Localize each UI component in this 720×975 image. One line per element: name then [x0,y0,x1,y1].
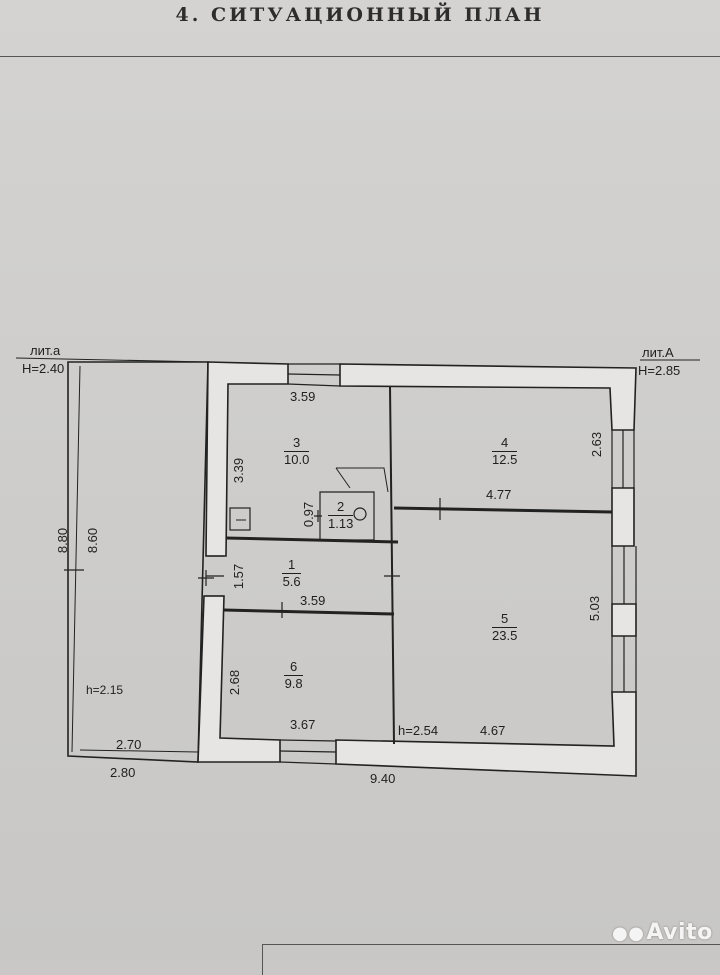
partition-1-6 [223,608,395,616]
dim-1-width: 3.59 [300,593,326,608]
lit-a-leader [15,357,209,363]
room-3-label: 3 10.0 [284,436,310,467]
avito-watermark: ●●Avito [612,920,713,945]
room-area: 23.5 [492,627,518,643]
partition-3-1 [225,536,399,544]
room-area: 12.5 [492,451,518,467]
room-4-label: 4 12.5 [492,436,518,467]
tick-1-right [384,568,400,586]
room-area: 5.6 [282,573,301,589]
room-number: 1 [282,558,302,574]
tick-1-door [198,570,214,586]
tick-2 [314,510,322,522]
lit-A-label: лит.А [642,345,674,360]
window-right-2 [611,546,637,604]
title-divider [0,56,720,57]
main-ceiling-height: h=2.54 [398,723,439,738]
room-area: 9.8 [284,675,303,691]
dim-4-height: 2.63 [589,431,605,458]
dim-veranda-inner-height: 8.60 [85,527,101,554]
room-5-label: 5 23.5 [492,612,518,643]
dim-house-width: 9.40 [370,771,396,786]
dim-4-5-width: 4.77 [486,487,512,502]
dim-5-height: 5.03 [587,595,603,622]
page-title: 4. СИТУАЦИОННЫЙ ПЛАН [175,4,545,26]
lit-A-height: Н=2.85 [638,363,681,378]
partition-4-5 [393,506,613,514]
room-number: 3 [284,436,310,452]
lit-a-height: Н=2.40 [22,361,65,376]
bath-box [319,491,375,541]
avito-watermark-text: Avito [646,920,713,945]
room-area: 1.13 [328,515,354,531]
stove [229,507,251,531]
wall-top-right [339,363,637,431]
window-right-1 [611,430,635,488]
room-number: 6 [284,660,304,676]
veranda-ceiling-height: h=2.15 [86,683,124,697]
lit-a-label: лит.а [30,343,61,358]
dim-veranda-inner-width: 2.70 [116,737,142,752]
door-left [204,555,224,597]
dim-3-height: 3.39 [231,457,247,484]
stair-line [336,467,389,493]
room-number: 2 [328,500,354,516]
veranda-floor-line [79,749,199,753]
room-area: 10.0 [284,451,310,467]
window-right-3 [611,636,637,692]
veranda-inner-line [71,365,81,753]
room-2-label: 2 1.13 [328,500,354,531]
dim-5-width: 4.67 [480,723,506,738]
veranda-outline [67,361,209,763]
wall-right-mid [611,487,635,547]
room-number: 5 [492,612,518,628]
dim-1-height: 1.57 [231,563,247,590]
dim-6-height: 2.68 [227,669,243,696]
window-top [287,363,341,387]
dim-veranda-outer-height: 8.80 [55,527,71,554]
window-bottom [279,739,337,765]
wall-top [205,361,289,557]
wall-right-mid2 [611,603,637,637]
avito-logo-icon: ●● [612,923,645,944]
room-6-label: 6 9.8 [284,660,304,691]
stair-diag [335,467,351,489]
dim-veranda-outer-width: 2.80 [110,765,136,780]
dim-3-width: 3.59 [290,389,316,404]
partition-3-4 [389,385,395,745]
dim-6-width: 3.67 [290,717,316,732]
toilet [353,507,367,521]
room-number: 4 [492,436,518,452]
room-1-label: 1 5.6 [282,558,302,589]
dim-2-height: 0.97 [301,501,317,528]
